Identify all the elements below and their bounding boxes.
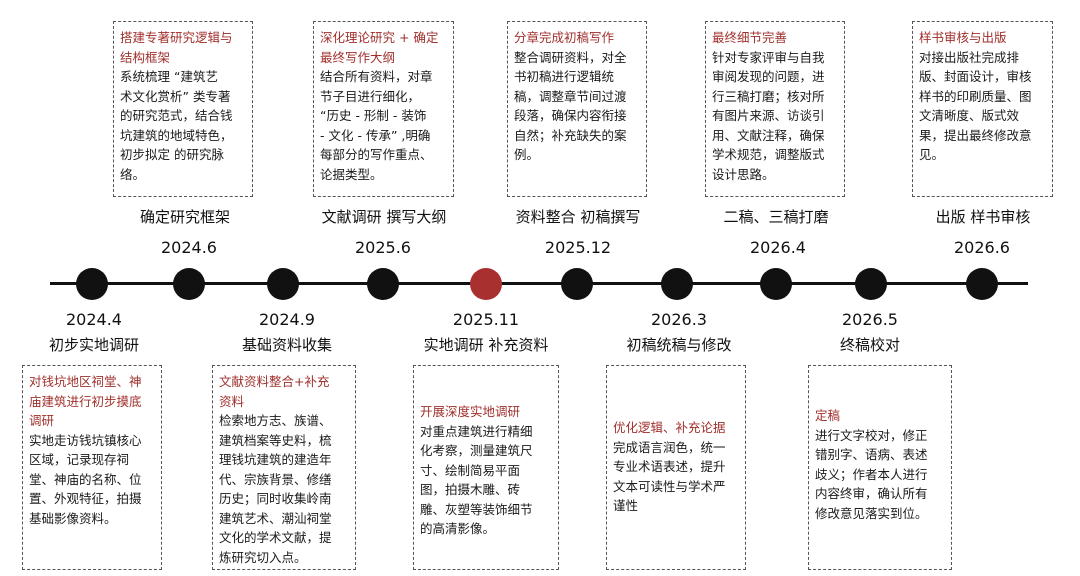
milestone-card-title: 深化理论研究 + 确定 最终写作大纲 xyxy=(320,30,439,65)
milestone-dot-2024-6 xyxy=(173,268,205,300)
milestone-dot-2026-6 xyxy=(966,268,998,300)
milestone-card-body: 进行文字校对，修正 错别字、语病、表述 歧义；作者本人进行 内容终审，确认所有 … xyxy=(815,427,928,521)
milestone-dot-2025-11-current xyxy=(470,268,502,300)
milestone-dot-2024-9 xyxy=(267,268,299,300)
milestone-date: 2026.5 xyxy=(842,310,898,329)
milestone-card: 文献资料整合+补充 资料 检索地方志、族谱、 建筑档案等史料，梳 理钱坑建筑的建… xyxy=(212,365,356,570)
milestone-date: 2025.11 xyxy=(452,310,520,329)
milestone-card-body: 结合所有资料，对章 节子目进行细化， “历史 - 形制 - 装饰 - 文化 - … xyxy=(320,69,433,182)
milestone-date: 2024.9 xyxy=(259,310,315,329)
milestone-card-title: 搭建专著研究逻辑与 结构框架 xyxy=(120,30,233,65)
milestone-card-title: 分章完成初稿写作 xyxy=(514,30,615,45)
milestone-card: 对钱坑地区祠堂、神 庙建筑进行初步摸底 调研 实地走访钱坑镇核心 区域，记录现存… xyxy=(22,365,162,570)
milestone-card: 最终细节完善 针对专家评审与自我 审阅发现的问题，进 行三稿打磨；核对所 有图片… xyxy=(705,21,845,197)
milestone-label: 出版 样书审核 xyxy=(935,208,1031,226)
milestone-label: 终稿校对 xyxy=(839,336,900,354)
milestone-label: 资料整合 初稿撰写 xyxy=(515,208,641,226)
milestone-dot-2025-12 xyxy=(561,268,593,300)
milestone-card: 开展深度实地调研 对重点建筑进行精细 化考察，测量建筑尺 寸、绘制简易平面 图，… xyxy=(413,365,559,570)
milestone-card: 深化理论研究 + 确定 最终写作大纲 结合所有资料，对章 节子目进行细化， “历… xyxy=(313,21,454,197)
milestone-label: 实地调研 补充资料 xyxy=(423,336,549,354)
milestone-label: 确定研究框架 xyxy=(139,208,230,226)
milestone-card-title: 最终细节完善 xyxy=(712,30,788,45)
milestone-card-body: 检索地方志、族谱、 建筑档案等史料，梳 理钱坑建筑的建造年 代、宗族背景、修缮 … xyxy=(219,413,332,565)
milestone-date: 2025.12 xyxy=(544,238,612,257)
milestone-date: 2026.4 xyxy=(750,238,806,257)
milestone-dot-2026-4 xyxy=(760,268,792,300)
milestone-card-body: 针对专家评审与自我 审阅发现的问题，进 行三稿打磨；核对所 有图片来源、访谈引 … xyxy=(712,49,825,182)
milestone-card: 搭建专著研究逻辑与 结构框架 系统梳理 “建筑艺 术文化赏析” 类专著 的研究范… xyxy=(113,21,253,197)
milestone-label: 基础资料收集 xyxy=(241,336,332,354)
milestone-dot-2025-6 xyxy=(367,268,399,300)
milestone-card-title: 优化逻辑、补充论据 xyxy=(613,420,726,435)
milestone-date: 2024.6 xyxy=(161,238,217,257)
milestone-label: 文献调研 撰写大纲 xyxy=(321,208,447,226)
milestone-card-body: 对重点建筑进行精细 化考察，测量建筑尺 寸、绘制简易平面 图，拍摄木雕、砖 雕、… xyxy=(420,423,533,537)
milestone-dot-2024-4 xyxy=(76,268,108,300)
milestone-card: 分章完成初稿写作 整合调研资料，对全 书初稿进行逻辑统 稿，调整章节间过渡 段落… xyxy=(507,21,647,197)
milestone-card-body: 实地走访钱坑镇核心 区域，记录现存祠 堂、神庙的名称、位 置、外观特征，拍摄 基… xyxy=(29,432,142,526)
milestone-card: 优化逻辑、补充论据 完成语言润色，统一 专业术语表述，提升 文本可读性与学术严 … xyxy=(606,365,746,570)
milestone-card: 样书审核与出版 对接出版社完成排 版、封面设计，审核 样书的印刷质量、图 文清晰… xyxy=(912,21,1053,197)
milestone-label: 初步实地调研 xyxy=(48,336,139,354)
milestone-card-title: 对钱坑地区祠堂、神 庙建筑进行初步摸底 调研 xyxy=(29,374,142,428)
milestone-card-body: 对接出版社完成排 版、封面设计，审核 样书的印刷质量、图 文清晰度、版式效 果，… xyxy=(919,49,1032,163)
milestone-dot-2026-3 xyxy=(661,268,693,300)
milestone-date: 2026.6 xyxy=(954,238,1010,257)
milestone-label: 初稿统稿与修改 xyxy=(626,336,732,354)
milestone-card-title: 样书审核与出版 xyxy=(919,30,1007,45)
milestone-card-body: 完成语言润色，统一 专业术语表述，提升 文本可读性与学术严 谨性 xyxy=(613,439,726,514)
milestone-label: 二稿、三稿打磨 xyxy=(723,208,829,226)
milestone-card-title: 定稿 xyxy=(815,408,841,423)
milestone-date: 2026.3 xyxy=(651,310,707,329)
milestone-card-body: 整合调研资料，对全 书初稿进行逻辑统 稿，调整章节间过渡 段落，确保内容衔接 自… xyxy=(514,49,627,163)
milestone-card-title: 开展深度实地调研 xyxy=(420,404,521,419)
milestone-card: 定稿 进行文字校对，修正 错别字、语病、表述 歧义；作者本人进行 内容终审，确认… xyxy=(808,365,952,570)
milestone-date: 2024.4 xyxy=(66,310,122,329)
timeline-axis xyxy=(50,282,1028,285)
milestone-date: 2025.6 xyxy=(355,238,411,257)
milestone-dot-2026-5 xyxy=(855,268,887,300)
milestone-card-body: 系统梳理 “建筑艺 术文化赏析” 类专著 的研究范式，结合钱 坑建筑的地域特色，… xyxy=(120,69,233,182)
milestone-card-title: 文献资料整合+补充 资料 xyxy=(219,374,330,409)
